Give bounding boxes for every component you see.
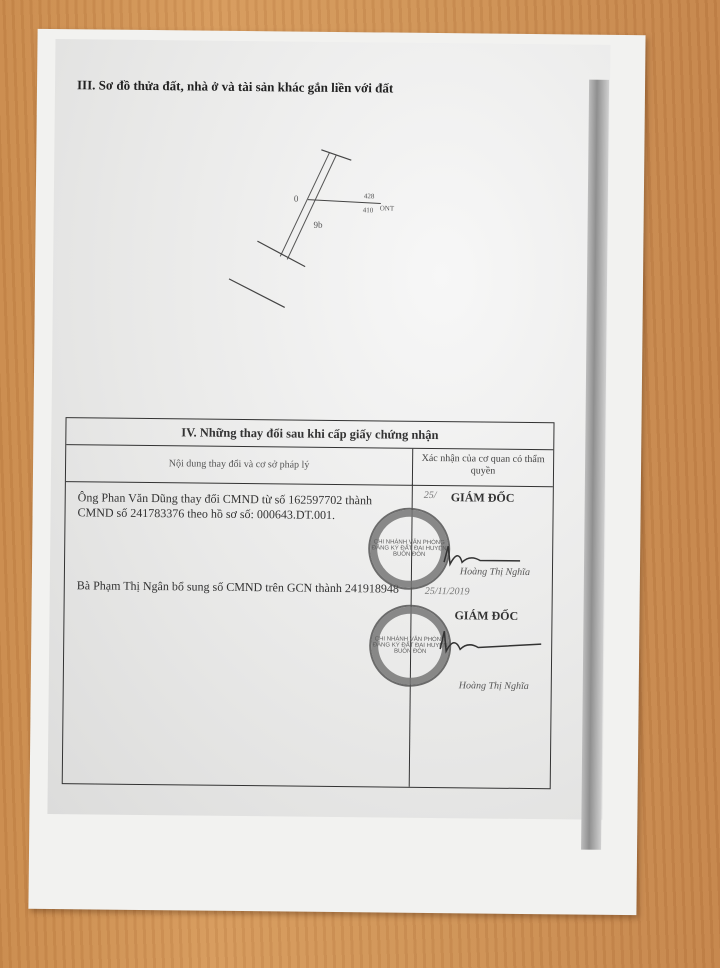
land-parcel-sketch: 0 9b 428 410 ONT <box>228 149 395 308</box>
sketch-parcel-bottom: 410 <box>363 206 374 214</box>
sketch-line <box>307 199 381 204</box>
sketch-land-type: ONT <box>380 204 395 212</box>
sketch-line <box>279 152 330 257</box>
changes-table: IV. Những thay đổi sau khi cấp giấy chứn… <box>61 417 555 790</box>
confirm-date-2: 25/11/2019 <box>424 585 470 598</box>
sketch-line <box>286 154 337 260</box>
sketch-label-width: 9b <box>314 220 324 230</box>
signer-name-2: Hoàng Thị Nghĩa <box>458 680 529 693</box>
certificate-page: III. Sơ đồ thửa đất, nhà ở và tài sản kh… <box>28 28 646 916</box>
col-header-confirm: Xác nhận của cơ quan có thẩm quyền <box>421 452 545 477</box>
confirm-date-1: 25/ <box>423 489 437 502</box>
col-header-content: Nội dung thay đổi và cơ sở pháp lý <box>65 445 414 485</box>
signature-2 <box>439 630 542 654</box>
sketch-parcel-top: 428 <box>364 192 375 200</box>
sketch-label-o: 0 <box>294 194 299 204</box>
confirm-title-2: GIÁM ĐỐC <box>454 608 519 623</box>
section-3-title: III. Sơ đồ thửa đất, nhà ở và tài sản kh… <box>76 77 394 96</box>
official-stamp-1: CHI NHÁNH VĂN PHÒNG ĐĂNG KÝ ĐẤT ĐAI HUYỆ… <box>367 507 451 591</box>
sketch-line <box>257 240 306 268</box>
change-entry-2: Bà Phạm Thị Ngân bổ sung số CMND trên GC… <box>76 578 399 596</box>
signature-1 <box>443 545 521 567</box>
change-entry-1: Ông Phan Văn Dũng thay đổi CMND từ số 16… <box>77 490 373 522</box>
signer-name-1: Hoàng Thị Nghĩa <box>459 566 531 579</box>
confirm-title-1: GIÁM ĐỐC <box>450 490 515 505</box>
table-header-row: Nội dung thay đổi và cơ sở pháp lý Xác n… <box>65 445 554 488</box>
sketch-line <box>228 278 285 308</box>
